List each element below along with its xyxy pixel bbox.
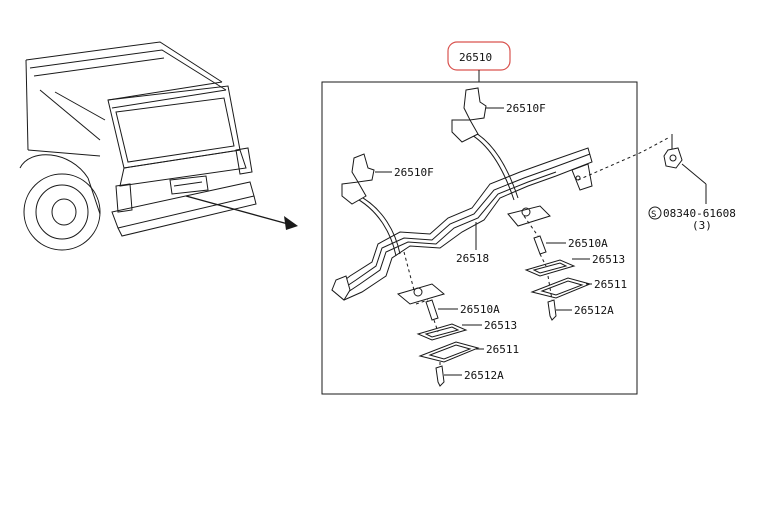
- lens-left: [418, 341, 480, 363]
- label-lens-left: 26511: [486, 343, 519, 356]
- assembly-part-number: 26510: [459, 51, 492, 64]
- screw-symbol-circle: [648, 206, 662, 220]
- label-bulb-left: 26510A: [460, 303, 500, 316]
- label-socket-upper-right: 26510F: [506, 102, 546, 115]
- label-fastener-qty: (3): [692, 219, 712, 232]
- pointer-arrow: [185, 195, 298, 230]
- socket-26510f-left: 26510F: [341, 153, 434, 205]
- lamp-stack-right: 26510A 26513 26511 26512A: [507, 205, 627, 321]
- screw-left: [435, 365, 445, 387]
- label-screw-right: 26512A: [574, 304, 614, 317]
- label-socket-upper-left: 26510F: [394, 166, 434, 179]
- assembly-callout: 26510: [447, 41, 511, 82]
- lens-right: [530, 277, 592, 299]
- gasket-right: [524, 259, 576, 277]
- label-bulb-right: 26510A: [568, 237, 608, 250]
- screw-right: [547, 299, 557, 321]
- bulb-left: [425, 299, 439, 321]
- socket-26510f-right: 26510F: [451, 87, 546, 143]
- vehicle-rear-sketch: [19, 41, 257, 251]
- harness-callout: 26518: [456, 222, 489, 265]
- label-fastener: 08340-61608: [663, 207, 736, 220]
- label-harness: 26518: [456, 252, 489, 265]
- gasket-left: [416, 323, 468, 341]
- wiring-harness-bracket: [331, 147, 593, 301]
- fastener-clip: [663, 147, 683, 169]
- lamp-stack-left: 26510A 26513 26511 26512A: [396, 251, 519, 387]
- label-gasket-right: 26513: [592, 253, 625, 266]
- label-gasket-left: 26513: [484, 319, 517, 332]
- label-lens-right: 26511: [594, 278, 627, 291]
- bulb-right: [533, 235, 547, 255]
- screw-symbol: S: [651, 210, 656, 220]
- fastener-callout: S 08340-61608 (3): [577, 134, 736, 232]
- label-screw-left: 26512A: [464, 369, 504, 382]
